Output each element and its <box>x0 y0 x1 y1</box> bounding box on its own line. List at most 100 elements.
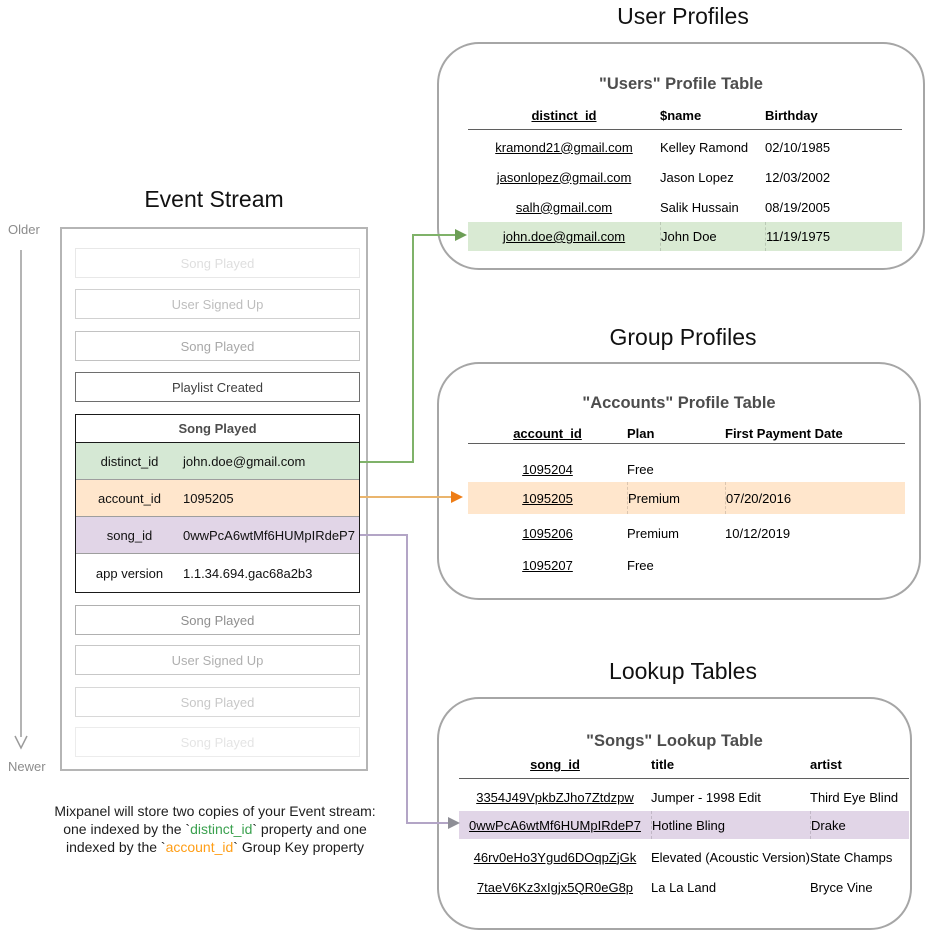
event-label: User Signed Up <box>171 296 264 312</box>
property-key: distinct_id <box>100 453 159 469</box>
event-stream-title: Event Stream <box>144 186 284 212</box>
property-key: app version <box>95 565 164 581</box>
event-property-row-app-version: app version 1.1.34.694.gac68a2b3 <box>76 554 359 592</box>
cell-first-payment: 07/20/2016 <box>725 482 905 514</box>
cell-birthday: 08/19/2005 <box>765 199 831 215</box>
table-row-highlighted: 1095205 Premium 07/20/2016 <box>468 482 905 514</box>
cell-account-id: 1095204 <box>522 461 573 477</box>
accounts-table-header: account_id Plan First Payment Date <box>468 426 905 441</box>
event-item-faded: Song Played <box>75 687 360 717</box>
cell-name: Salik Hussain <box>660 199 739 215</box>
table-row: 3354J49VpkbZJho7Ztdzpw Jumper - 1998 Edi… <box>459 783 909 811</box>
property-value: 1.1.34.694.gac68a2b3 <box>183 565 313 581</box>
cell-song-id: 46rv0eHo3Ygud6DOqpZjGk <box>473 849 637 865</box>
cell-account-id: 1095206 <box>522 525 573 541</box>
cell-distinct-id: kramond21@gmail.com <box>495 139 633 155</box>
event-label: Song Played <box>180 338 255 354</box>
column-header-title: title <box>651 757 675 772</box>
caption-text: one indexed by the ` <box>63 821 191 838</box>
cell-birthday: 02/10/1985 <box>765 139 831 155</box>
event-label: Song Played <box>180 734 255 750</box>
cell-distinct-id: salh@gmail.com <box>515 199 613 215</box>
header-rule <box>468 129 902 130</box>
cell-song-id: 7taeV6Kz3xIgjx5QR0eG8p <box>476 879 634 895</box>
caption-text: ` property and one <box>252 821 367 838</box>
cell-artist: Bryce Vine <box>810 879 873 895</box>
event-label: Song Played <box>180 694 255 710</box>
caption-text: indexed by the ` <box>65 839 166 856</box>
caption-line-2: one indexed by the `distinct_id` propert… <box>35 820 395 838</box>
caption-line-3: indexed by the `account_id` Group Key pr… <box>35 838 395 856</box>
cell-name: Kelley Ramond <box>660 139 749 155</box>
users-table-header: distinct_id $name Birthday <box>468 108 902 123</box>
event-property-row-account-id: account_id 1095205 <box>76 480 359 517</box>
event-item-faded: User Signed Up <box>75 645 360 675</box>
group-profiles-title: Group Profiles <box>609 324 757 350</box>
cell-first-payment: 10/12/2019 <box>725 525 791 541</box>
cell-birthday: 12/03/2002 <box>765 169 831 185</box>
column-header-birthday: Birthday <box>765 108 818 123</box>
accounts-profile-card: "Accounts" Profile Table account_id Plan… <box>437 362 934 613</box>
table-row: 1095207 Free <box>468 549 905 581</box>
event-item-faded: Song Played <box>75 605 360 635</box>
users-table-title: "Users" Profile Table <box>599 75 763 93</box>
cell-account-id: 1095205 <box>522 490 573 506</box>
cell-artist: Drake <box>810 811 909 839</box>
songs-table-title: "Songs" Lookup Table <box>586 732 763 750</box>
caption-distinct-id-keyword: distinct_id <box>190 821 253 838</box>
property-key: song_id <box>106 527 153 543</box>
event-label: User Signed Up <box>171 652 264 668</box>
event-label: Song Played <box>180 612 255 628</box>
caption-line-1: Mixpanel will store two copies of your E… <box>54 803 376 819</box>
expanded-event-name: Song Played <box>76 415 359 443</box>
column-header-first-payment-date: First Payment Date <box>725 426 843 441</box>
column-header-artist: artist <box>810 757 842 772</box>
column-header-song-id: song_id <box>530 757 580 772</box>
cell-plan: Free <box>627 557 654 573</box>
accounts-table-title: "Accounts" Profile Table <box>582 394 776 412</box>
table-row: 1095206 Premium 10/12/2019 <box>468 517 905 549</box>
timeline-older-label: Older <box>8 222 40 237</box>
cell-account-id: 1095207 <box>522 557 573 573</box>
songs-lookup-card: "Songs" Lookup Table song_id title artis… <box>437 697 925 943</box>
column-header-distinct-id: distinct_id <box>531 108 597 123</box>
cell-title: Hotline Bling <box>651 811 810 839</box>
table-row: jasonlopez@gmail.com Jason Lopez 12/03/2… <box>468 162 902 192</box>
cell-birthday: 11/19/1975 <box>765 222 902 251</box>
table-row: 1095204 Free <box>468 453 905 485</box>
cell-plan: Premium <box>627 482 725 514</box>
event-item-faded: Song Played <box>75 248 360 278</box>
cell-song-id: 3354J49VpkbZJho7Ztdzpw <box>476 789 634 805</box>
event-property-row-distinct-id: distinct_id john.doe@gmail.com <box>76 443 359 480</box>
event-label: Song Played <box>180 255 255 271</box>
expanded-event-card: Song Played distinct_id john.doe@gmail.c… <box>75 414 360 593</box>
cell-title: Jumper - 1998 Edit <box>651 789 761 805</box>
table-row: salh@gmail.com Salik Hussain 08/19/2005 <box>468 192 902 222</box>
cell-artist: State Champs <box>810 849 893 865</box>
lookup-tables-title: Lookup Tables <box>609 658 757 684</box>
cell-plan: Premium <box>627 525 680 541</box>
header-rule <box>459 778 909 779</box>
caption: Mixpanel will store two copies of your E… <box>35 802 395 857</box>
user-profiles-title: User Profiles <box>617 3 749 29</box>
event-item-faded: User Signed Up <box>75 289 360 319</box>
cell-distinct-id: jasonlopez@gmail.com <box>496 169 632 185</box>
property-value: john.doe@gmail.com <box>183 453 306 469</box>
cell-name: John Doe <box>660 222 765 251</box>
caption-account-id-keyword: account_id <box>165 839 234 856</box>
table-row: 7taeV6Kz3xIgjx5QR0eG8p La La Land Bryce … <box>459 873 909 901</box>
users-profile-card: "Users" Profile Table distinct_id $name … <box>437 42 925 270</box>
event-item-faded: Song Played <box>75 331 360 361</box>
header-rule <box>468 443 905 444</box>
timeline-newer-label: Newer <box>8 759 46 774</box>
table-row: 46rv0eHo3Ygud6DOqpZjGk Elevated (Acousti… <box>459 843 909 871</box>
table-row: kramond21@gmail.com Kelley Ramond 02/10/… <box>468 132 902 162</box>
property-value: 0wwPcA6wtMf6HUMpIRdeP7 <box>183 527 355 543</box>
song-id-connector-line <box>360 534 448 824</box>
timeline-arrowhead <box>14 735 28 750</box>
cell-plan: Free <box>627 461 654 477</box>
event-stream-panel: Song Played User Signed Up Song Played P… <box>60 227 377 783</box>
event-property-row-song-id: song_id 0wwPcA6wtMf6HUMpIRdeP7 <box>76 517 359 554</box>
cell-title: Elevated (Acoustic Version) <box>651 849 810 865</box>
